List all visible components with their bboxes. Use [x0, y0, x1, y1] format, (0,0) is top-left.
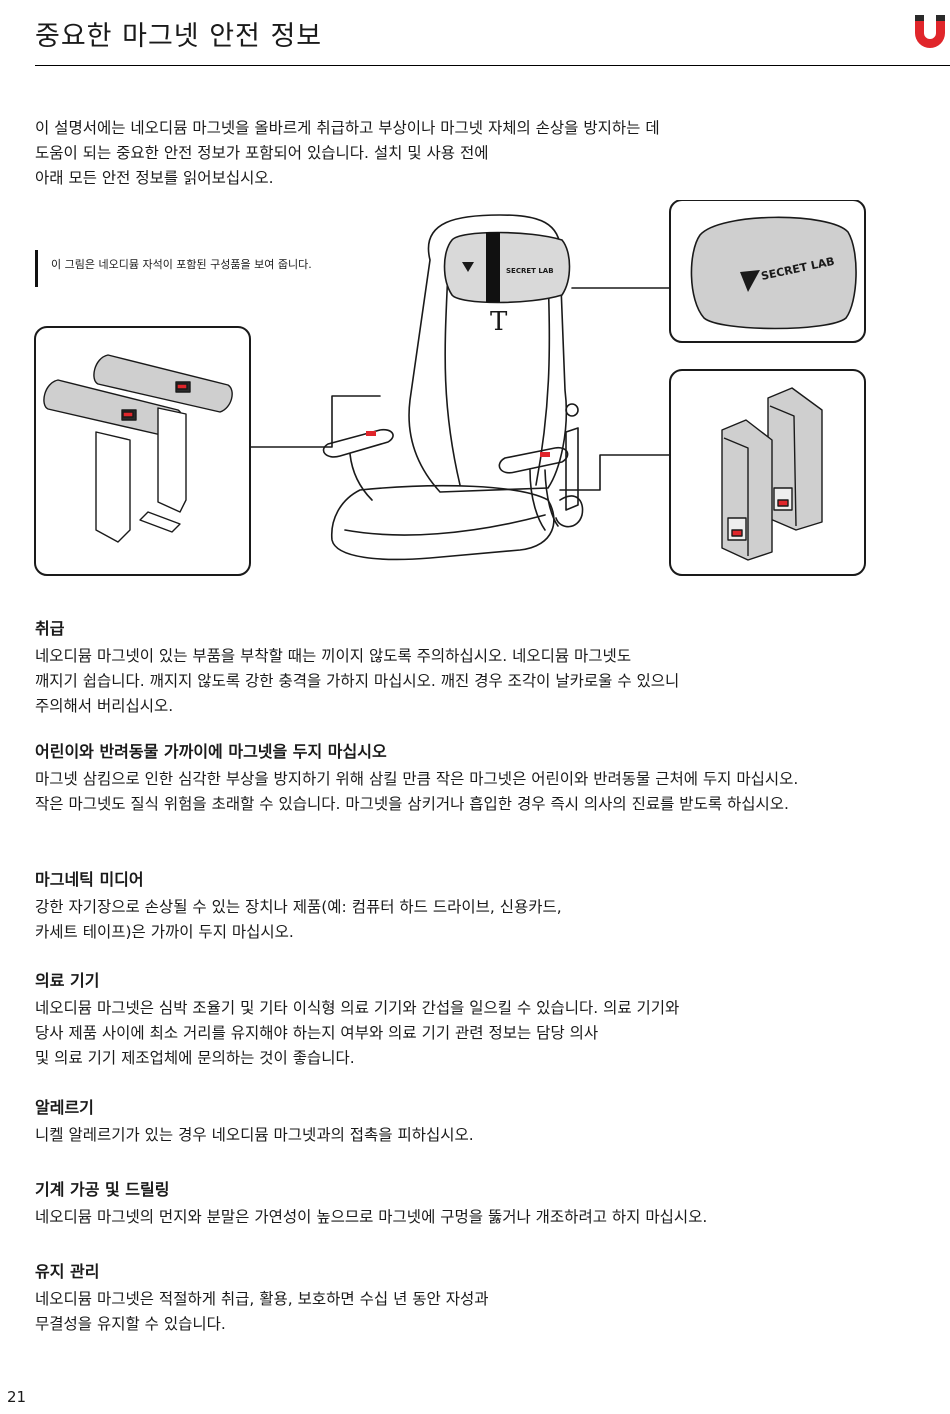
magnet-logo-icon — [915, 15, 945, 48]
intro-line: 도움이 되는 중요한 안전 정보가 포함되어 있습니다. 설치 및 사용 전에 — [35, 144, 489, 162]
body-line: 네오디뮴 마그넷이 있는 부품을 부착할 때는 끼이지 않도록 주의하십시오. … — [35, 647, 632, 665]
page-title: 중요한 마그넷 안전 정보 — [35, 21, 323, 52]
chair-magnet-illustration: SECRET LAB T SECRET LAB — [34, 200, 866, 576]
section-body: 마그넷 삼킴으로 인한 심각한 부상을 방지하기 위해 삼킬 만큼 작은 마그넷… — [35, 767, 950, 817]
section-heading: 유지 관리 — [35, 1262, 100, 1281]
body-line: 네오디뮴 마그넷의 먼지와 분말은 가연성이 높으므로 마그넷에 구멍을 뚫거나… — [35, 1208, 708, 1226]
section-magnetic-media: 마그네틱 미디어 강한 자기장으로 손상될 수 있는 장치나 제품(예: 컴퓨터… — [35, 869, 950, 945]
header-divider — [35, 65, 950, 66]
figure-caption: 이 그림은 네오디뮴 자석이 포함된 구성품을 보여 줍니다. — [51, 258, 312, 271]
section-children-pets: 어린이와 반려동물 가까이에 마그넷을 두지 마십시오 마그넷 삼킴으로 인한 … — [35, 741, 950, 817]
section-body: 네오디뮴 마그넷은 적절하게 취급, 활용, 보호하면 수십 년 동안 자성과 … — [35, 1287, 950, 1337]
section-body: 네오디뮴 마그넷이 있는 부품을 부착할 때는 끼이지 않도록 주의하십시오. … — [35, 644, 950, 719]
section-heading: 취급 — [35, 619, 65, 638]
body-line: 깨지기 쉽습니다. 깨지지 않도록 강한 충격을 가하지 마십시오. 깨진 경우… — [35, 672, 680, 690]
body-line: 강한 자기장으로 손상될 수 있는 장치나 제품(예: 컴퓨터 하드 드라이브,… — [35, 898, 562, 916]
section-medical-devices: 의료 기기 네오디뮴 마그넷은 심박 조율기 및 기타 이식형 의료 기기와 간… — [35, 970, 950, 1071]
section-body: 니켈 알레르기가 있는 경우 네오디뮴 마그넷과의 접촉을 피하십시오. — [35, 1123, 950, 1148]
section-heading: 알레르기 — [35, 1098, 94, 1117]
body-line: 카세트 테이프)은 가까이 두지 마십시오. — [35, 923, 294, 941]
body-line: 네오디뮴 마그넷은 심박 조율기 및 기타 이식형 의료 기기와 간섭을 일으킬… — [35, 999, 680, 1017]
body-line: 니켈 알레르기가 있는 경우 네오디뮴 마그넷과의 접촉을 피하십시오. — [35, 1126, 474, 1144]
intro-paragraph: 이 설명서에는 네오디뮴 마그넷을 올바르게 취급하고 부상이나 마그넷 자체의… — [35, 116, 835, 191]
section-handling: 취급 네오디뮴 마그넷이 있는 부품을 부착할 때는 끼이지 않도록 주의하십시… — [35, 618, 950, 719]
body-line: 및 의료 기기 제조업체에 문의하는 것이 좋습니다. — [35, 1049, 355, 1067]
body-line: 마그넷 삼킴으로 인한 심각한 부상을 방지하기 위해 삼킬 만큼 작은 마그넷… — [35, 770, 799, 788]
body-line: 네오디뮴 마그넷은 적절하게 취급, 활용, 보호하면 수십 년 동안 자성과 — [35, 1290, 489, 1308]
intro-line: 아래 모든 안전 정보를 읽어보십시오. — [35, 169, 274, 187]
section-body: 강한 자기장으로 손상될 수 있는 장치나 제품(예: 컴퓨터 하드 드라이브,… — [35, 895, 950, 945]
body-line: 무결성을 유지할 수 있습니다. — [35, 1315, 226, 1333]
body-line: 당사 제품 사이에 최소 거리를 유지해야 하는지 여부와 의료 기기 관련 정… — [35, 1024, 599, 1042]
svg-text:T: T — [490, 307, 508, 337]
intro-line: 이 설명서에는 네오디뮴 마그넷을 올바르게 취급하고 부상이나 마그넷 자체의… — [35, 119, 660, 137]
section-machining-drilling: 기계 가공 및 드릴링 네오디뮴 마그넷의 먼지와 분말은 가연성이 높으므로 … — [35, 1179, 950, 1230]
page-number: 21 — [7, 1388, 27, 1406]
section-body: 네오디뮴 마그넷의 먼지와 분말은 가연성이 높으므로 마그넷에 구멍을 뚫거나… — [35, 1205, 950, 1230]
section-heading: 의료 기기 — [35, 971, 100, 990]
caption-marker — [35, 250, 38, 287]
section-maintenance: 유지 관리 네오디뮴 마그넷은 적절하게 취급, 활용, 보호하면 수십 년 동… — [35, 1261, 950, 1337]
section-body: 네오디뮴 마그넷은 심박 조율기 및 기타 이식형 의료 기기와 간섭을 일으킬… — [35, 996, 950, 1071]
section-heading: 기계 가공 및 드릴링 — [35, 1180, 170, 1199]
body-line: 주의해서 버리십시오. — [35, 697, 174, 715]
section-heading: 마그네틱 미디어 — [35, 870, 144, 889]
body-line: 작은 마그넷도 질식 위험을 초래할 수 있습니다. 마그넷을 삼키거나 흡입한… — [35, 795, 789, 813]
headrest-brand-text: SECRET LAB — [506, 267, 554, 275]
section-allergy: 알레르기 니켈 알레르기가 있는 경우 네오디뮴 마그넷과의 접촉을 피하십시오… — [35, 1097, 950, 1148]
section-heading: 어린이와 반려동물 가까이에 마그넷을 두지 마십시오 — [35, 742, 387, 761]
